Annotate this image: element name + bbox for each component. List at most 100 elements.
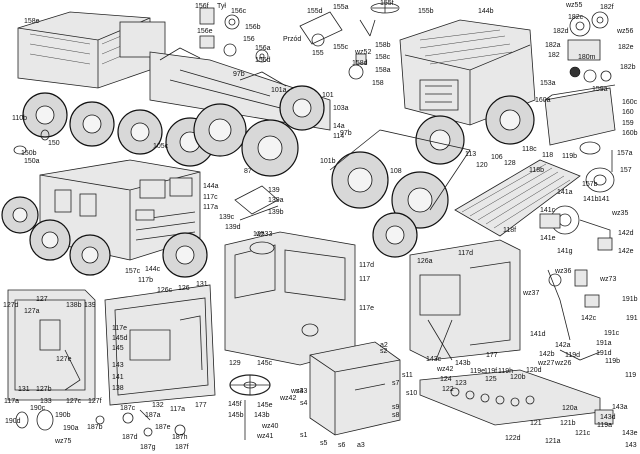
callout: 153a (540, 80, 556, 87)
callout: 157b (582, 181, 598, 188)
callout: wz75 (55, 438, 72, 445)
winch-parts (567, 11, 612, 83)
callout: 126c (157, 287, 173, 294)
callout: 126a (417, 258, 433, 265)
callout: 141e (540, 235, 556, 242)
callout: 139d (225, 224, 241, 231)
callout: 155c (333, 44, 349, 51)
callout: 119f (484, 368, 498, 375)
callout: 187d (122, 434, 138, 441)
callout: 182e (618, 44, 634, 51)
callout: 159 (622, 120, 634, 127)
callout: 187b (87, 424, 103, 431)
callout: 132 (152, 402, 164, 409)
callout: 118f (503, 227, 517, 234)
truck-side-view (17, 11, 331, 177)
callout: 119a (597, 422, 613, 429)
callout: 158 (372, 80, 384, 87)
callout: 150b (21, 150, 37, 157)
winch-drum (539, 205, 613, 251)
callout: s2 (380, 348, 388, 355)
callout: 158b (375, 42, 391, 49)
callout: s3 (296, 388, 304, 395)
callout: 143 (112, 362, 124, 369)
small-parts-bottom-left (15, 409, 186, 437)
callout: 145e (257, 402, 273, 409)
callout: wz73 (600, 276, 617, 283)
callout: 187g (140, 444, 156, 451)
callout: 14a (333, 123, 345, 130)
callout: 182a (545, 42, 561, 49)
callout: 190d (5, 418, 21, 425)
callout: 142b (539, 351, 555, 358)
callout: 139c (219, 214, 235, 221)
dashboard-parts (419, 349, 614, 426)
callout: wz52 (355, 49, 372, 56)
callout: 150 (48, 140, 60, 147)
callout: 182 (548, 52, 560, 59)
callout: s1 (300, 432, 308, 439)
callout: 145b (228, 412, 244, 419)
callout: 158c (375, 54, 391, 61)
callout: wz55 (566, 2, 583, 9)
callout: 117a (203, 204, 219, 211)
callout: Przód (283, 36, 302, 43)
callout: 138 (112, 385, 124, 392)
callout: 127c (66, 398, 82, 405)
callout: 117d (458, 250, 474, 257)
callout: 182b (620, 64, 636, 71)
callout: 156b (245, 24, 261, 31)
callout: 119 (625, 372, 637, 379)
callout: 142d (618, 230, 634, 237)
callout: 141d (530, 331, 546, 338)
callout: 141a (557, 189, 573, 196)
callout: 182f (600, 4, 614, 11)
callout: 119e (470, 368, 486, 375)
mirror-parts (547, 269, 600, 341)
callout: 145 (112, 345, 124, 352)
callout: 191b (622, 296, 638, 303)
cab-frame-middle (104, 284, 216, 406)
callout: 157a (617, 150, 633, 157)
callout: 119d (565, 352, 581, 359)
loading-platform (454, 159, 581, 237)
callout: 190c (30, 405, 46, 412)
callout: s9 (392, 404, 400, 411)
callout: 131 (18, 386, 30, 393)
callout: 143b (254, 412, 270, 419)
callout: 191c (604, 330, 620, 337)
callout: 187a (145, 412, 161, 419)
callout: 123 (455, 380, 467, 387)
callout: wz36 (555, 268, 572, 275)
callout: 156e (197, 28, 213, 35)
callout: 117e (112, 325, 128, 332)
callout: 143a (612, 404, 628, 411)
callout: 87 (244, 168, 252, 175)
callout: 144c (145, 266, 161, 273)
callout: 128 (504, 160, 516, 167)
callout: 119h (498, 368, 514, 375)
callout: 144b (478, 8, 494, 15)
callout: 97b (233, 71, 245, 78)
callout: 127 (36, 296, 48, 303)
callout: 114 (333, 133, 345, 140)
callout: 182d (553, 28, 569, 35)
callout: 126 (178, 285, 190, 292)
callout: Tył (217, 3, 226, 10)
callout: s10 (406, 390, 418, 397)
callout: 101a (271, 87, 287, 94)
callout: 121a (545, 438, 561, 445)
callout: 155d (307, 8, 323, 15)
callout: 139a (268, 197, 284, 204)
callout: 187f (175, 444, 189, 451)
callout: 158a (375, 67, 391, 74)
callout: 142e (618, 248, 634, 255)
callout: 117 (359, 276, 371, 283)
callout: wz42 (280, 395, 297, 402)
callout: 117d (359, 262, 375, 269)
callout: 122 (442, 386, 454, 393)
callout: 141 (598, 196, 610, 203)
callout: 117c (203, 194, 218, 201)
